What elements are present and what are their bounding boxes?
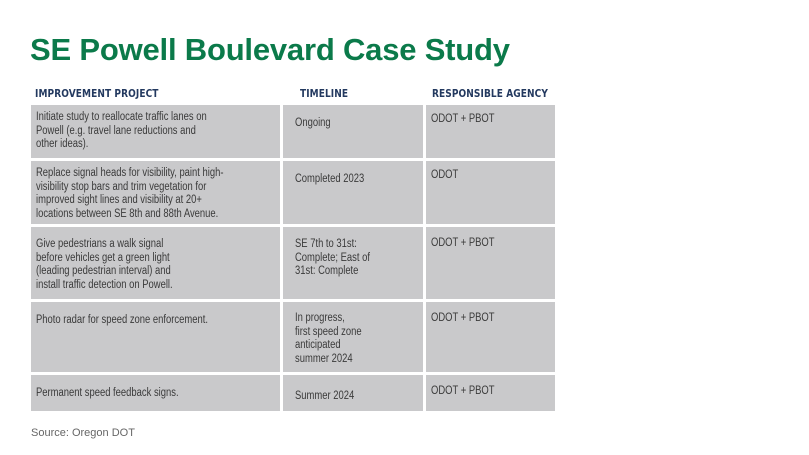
table-cell-project: Replace signal heads for visibility, pai… (36, 167, 224, 220)
table-cell-agency: ODOT + PBOT (431, 237, 495, 249)
table-cell-bg: Ongoing (283, 105, 423, 158)
table-cell-bg: ODOT (426, 161, 555, 224)
table-cell-bg: Photo radar for speed zone enforcement. (31, 302, 280, 372)
table-cell-bg: SE 7th to 31st: Complete; East of 31st: … (283, 227, 423, 299)
table-cell-bg: ODOT + PBOT (426, 375, 555, 411)
table-cell-project: Photo radar for speed zone enforcement. (36, 314, 208, 326)
table-cell-project: Give pedestrians a walk signal before ve… (36, 238, 173, 291)
source-note: Source: Oregon DOT (31, 427, 135, 439)
table-cell-bg: ODOT + PBOT (426, 227, 555, 299)
table-cell-bg: Give pedestrians a walk signal before ve… (31, 227, 280, 299)
table-cell-bg: In progress, first speed zone anticipate… (283, 302, 423, 372)
table-cell-bg: Permanent speed feedback signs. (31, 375, 280, 411)
table-cell-timeline: Completed 2023 (295, 173, 365, 185)
table-cell-bg: Initiate study to reallocate traffic lan… (31, 105, 280, 158)
table-cell-bg: Completed 2023 (283, 161, 423, 224)
table-cell-agency: ODOT + PBOT (431, 385, 495, 397)
table-cell-bg: Summer 2024 (283, 375, 423, 411)
header-responsible-agency: RESPONSIBLE AGENCY (432, 87, 548, 100)
table-cell-agency: ODOT (431, 169, 459, 181)
table-cell-bg: ODOT + PBOT (426, 105, 555, 158)
table-cell-bg: ODOT + PBOT (426, 302, 555, 372)
table-cell-timeline: SE 7th to 31st: Complete; East of 31st: … (295, 238, 370, 278)
table-cell-timeline: Summer 2024 (295, 390, 355, 402)
header-timeline: TIMELINE (300, 87, 349, 100)
table-cell-agency: ODOT + PBOT (431, 312, 495, 324)
table-cell-project: Initiate study to reallocate traffic lan… (36, 111, 207, 151)
table-cell-bg: Replace signal heads for visibility, pai… (31, 161, 280, 224)
table-cell-agency: ODOT + PBOT (431, 113, 495, 125)
header-improvement-project: IMPROVEMENT PROJECT (35, 87, 159, 100)
page-title: SE Powell Boulevard Case Study (30, 32, 510, 67)
table-cell-timeline: In progress, first speed zone anticipate… (295, 312, 362, 365)
table-cell-project: Permanent speed feedback signs. (36, 387, 179, 399)
table-cell-timeline: Ongoing (295, 117, 331, 129)
